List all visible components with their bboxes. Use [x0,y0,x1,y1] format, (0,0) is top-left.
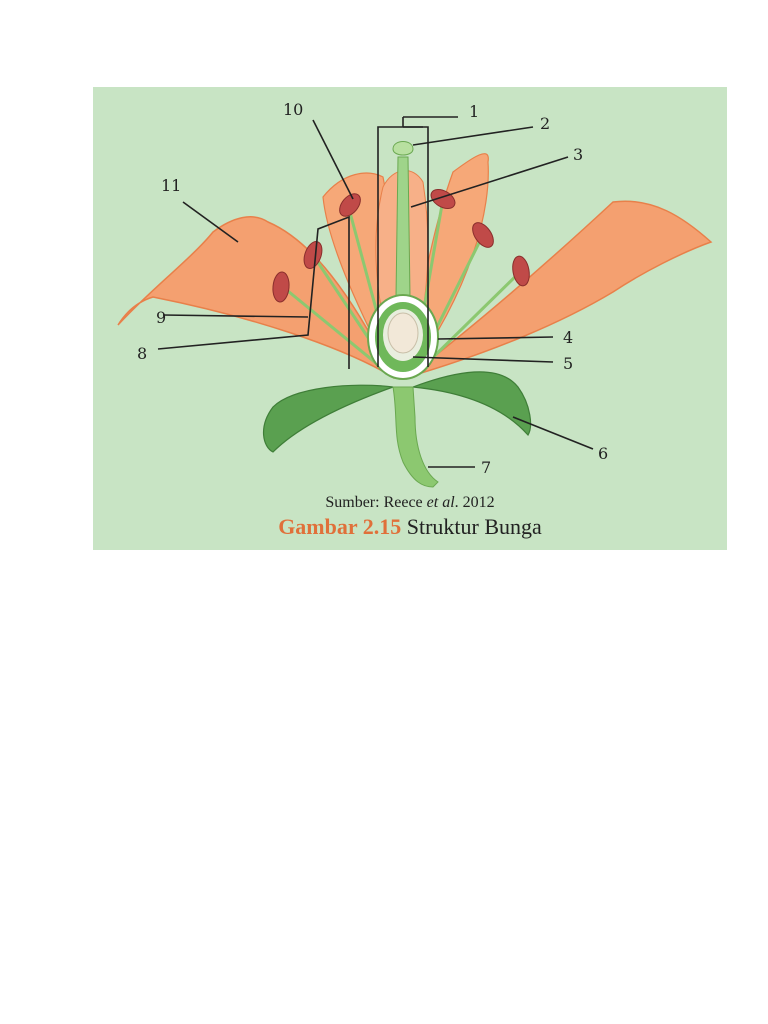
label-9: 9 [156,308,166,327]
stem [393,387,438,487]
label-7: 7 [481,458,491,477]
label-4: 4 [563,328,573,347]
source-suffix: . 2012 [455,494,495,511]
label-8: 8 [137,344,147,363]
flower-structure-figure: 1 2 3 4 5 6 7 8 9 10 11 Sumber: Reece et… [93,87,727,550]
style [396,157,410,297]
label-10: 10 [283,100,303,119]
label-2: 2 [540,114,550,133]
figure-source: Sumber: Reece et al. 2012 [93,494,727,512]
figure-title: Struktur Bunga [407,514,542,539]
sepal-right [413,372,531,435]
flower-diagram: 1 2 3 4 5 6 7 8 9 10 11 [93,87,727,550]
source-italic: et al [427,494,455,511]
source-prefix: Sumber: Reece [325,494,426,511]
figure-caption: Gambar 2.15 Struktur Bunga [93,514,727,540]
label-6: 6 [598,444,608,463]
label-3: 3 [573,145,583,164]
figure-number: Gambar 2.15 [278,514,401,539]
sepal-left [264,385,393,452]
label-5: 5 [563,354,573,373]
label-11: 11 [161,176,181,195]
label-1: 1 [469,102,479,121]
stigma [393,142,413,156]
